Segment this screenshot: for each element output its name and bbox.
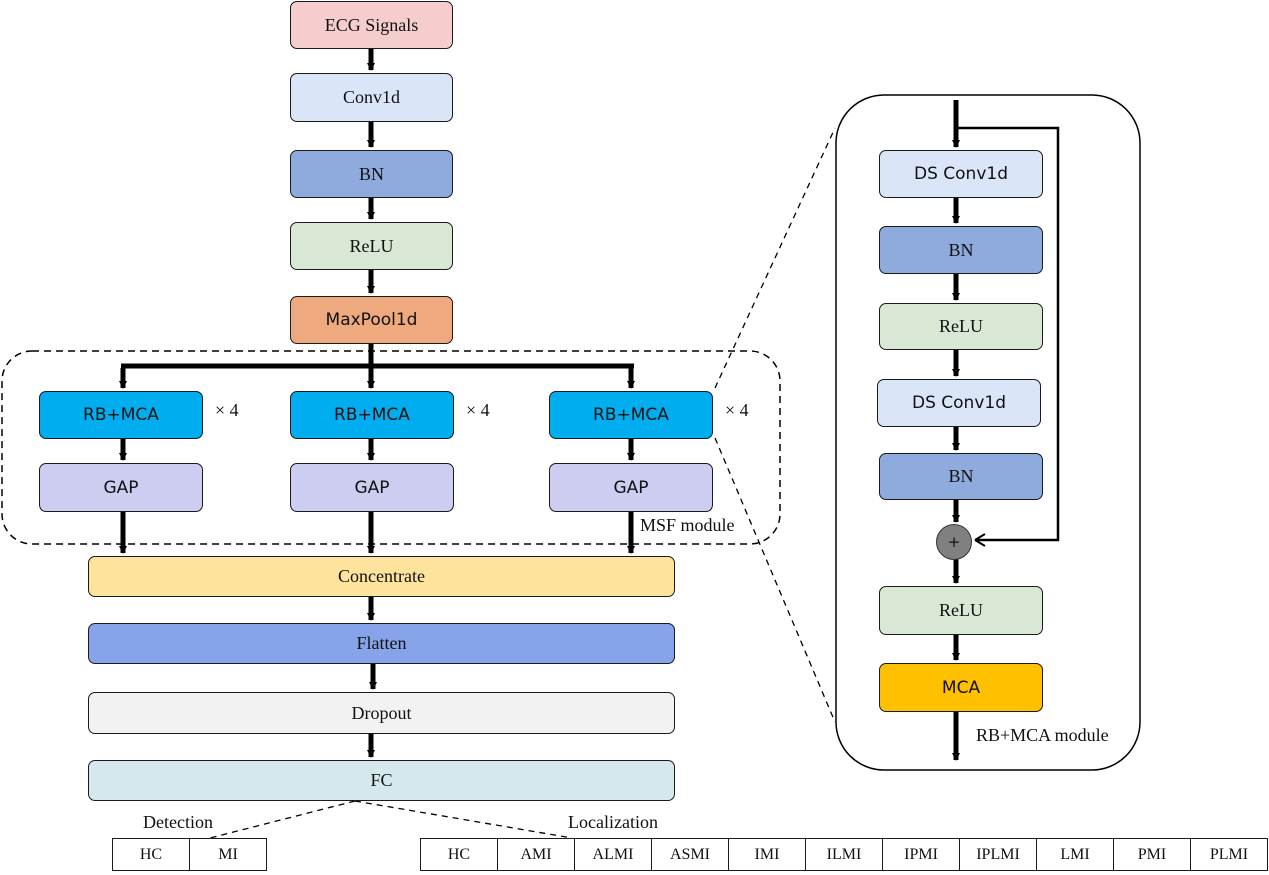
repeat-label-1: × 4: [215, 400, 239, 420]
msf-module-label: MSF module: [640, 515, 735, 535]
maxpool1d-box: MaxPool1d: [290, 296, 453, 344]
zoom-line-bottom: [714, 437, 836, 723]
msf-region: [1, 350, 781, 545]
localization-link: [354, 800, 573, 839]
localization-class-plmi: PLMI: [1190, 838, 1268, 871]
gap-box-1: GAP: [39, 463, 203, 512]
localization-label: Localization: [568, 812, 658, 832]
localization-class-ilmi: ILMI: [805, 838, 883, 871]
gap-box-3: GAP: [549, 463, 713, 512]
rb-bn-box-1: BN: [879, 226, 1043, 274]
rb-ds-conv1d-box-1: DS Conv1d: [879, 150, 1043, 198]
ecg-signals-box: ECG Signals: [290, 1, 453, 49]
gap-box-2: GAP: [290, 463, 454, 512]
detection-link: [209, 800, 356, 839]
rb-relu-box-2: ReLU: [879, 586, 1043, 635]
conv1d-box: Conv1d: [290, 73, 453, 122]
rb-relu-box-1: ReLU: [879, 303, 1043, 350]
localization-class-ipmi: IPMI: [882, 838, 960, 871]
rb-mca-module-label: RB+MCA module: [976, 725, 1109, 745]
repeat-label-2: × 4: [466, 400, 490, 420]
repeat-label-3: × 4: [725, 400, 749, 420]
skip-connection: [956, 126, 1060, 547]
localization-class-hc: HC: [420, 838, 498, 871]
rb-module-outline: [835, 94, 1141, 771]
localization-class-ami: AMI: [497, 838, 575, 871]
localization-class-asmi: ASMI: [651, 838, 729, 871]
rb-bn-box-2: BN: [879, 453, 1043, 500]
fc-box: FC: [88, 760, 675, 801]
add-icon: +: [936, 524, 972, 560]
zoom-line-top: [714, 127, 836, 389]
rb-mca-box-1: RB+MCA: [39, 391, 203, 439]
concentrate-box: Concentrate: [88, 556, 675, 597]
detection-class-mi: MI: [189, 838, 267, 871]
detection-label: Detection: [143, 812, 213, 832]
relu-box: ReLU: [290, 222, 453, 270]
rb-ds-conv1d-box-2: DS Conv1d: [877, 379, 1041, 427]
rb-mca-box-3: RB+MCA: [549, 391, 713, 439]
localization-class-almi: ALMI: [574, 838, 652, 871]
localization-class-pmi: PMI: [1113, 838, 1191, 871]
bn-box: BN: [290, 150, 453, 198]
localization-class-lmi: LMI: [1036, 838, 1114, 871]
rb-mca-box: MCA: [879, 663, 1043, 712]
flatten-box: Flatten: [88, 623, 675, 664]
dropout-box: Dropout: [88, 692, 675, 734]
rb-mca-box-2: RB+MCA: [290, 391, 454, 439]
detection-class-hc: HC: [112, 838, 190, 871]
localization-class-imi: IMI: [728, 838, 806, 871]
localization-class-iplmi: IPLMI: [959, 838, 1037, 871]
